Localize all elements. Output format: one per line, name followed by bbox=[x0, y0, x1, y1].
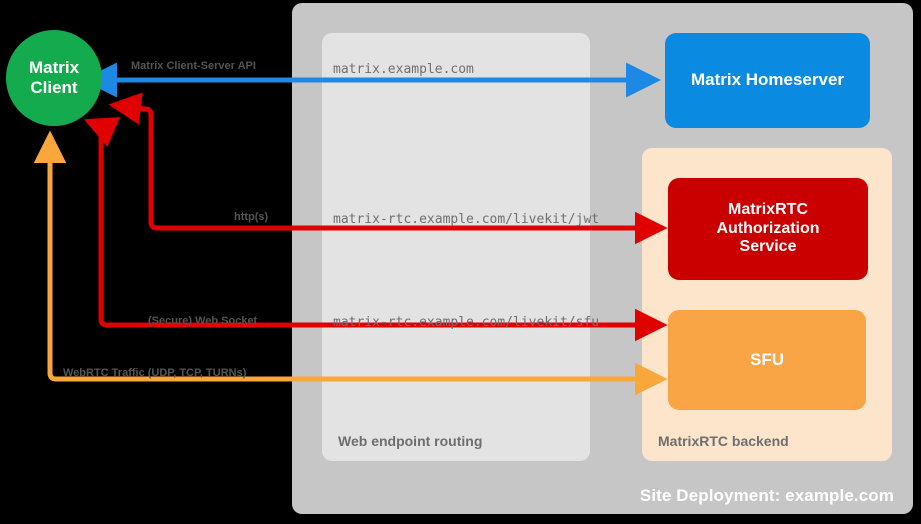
matrix-homeserver-label: Matrix Homeserver bbox=[690, 70, 845, 90]
edge-label-webrtc-traffic: WebRTC Traffic (UDP, TCP, TURNs) bbox=[63, 367, 247, 379]
edge-webrtc-traffic bbox=[33, 130, 668, 396]
url-matrix-example-com: matrix.example.com bbox=[333, 62, 474, 77]
matrixrtc-authorization-service-label: MatrixRTC Authorization Service bbox=[716, 200, 820, 256]
node-matrixrtc-authorization-service[interactable]: MatrixRTC Authorization Service bbox=[668, 178, 868, 280]
url-livekit-sfu: matrix-rtc.example.com/livekit/sfu bbox=[333, 315, 600, 330]
node-sfu[interactable]: SFU bbox=[668, 310, 866, 410]
node-matrix-homeserver[interactable]: Matrix Homeserver bbox=[665, 33, 870, 128]
site-deployment-label: Site Deployment: example.com bbox=[639, 486, 894, 505]
edge-label-matrix-client-server-api: Matrix Client-Server API bbox=[131, 60, 256, 72]
edge-label-secure-web-socket: (Secure) Web Socket bbox=[148, 315, 258, 327]
web-endpoint-routing-label: Web endpoint routing bbox=[338, 433, 483, 449]
url-livekit-jwt: matrix-rtc.example.com/livekit/jwt bbox=[333, 212, 600, 227]
edge-label-https: http(s) bbox=[234, 211, 269, 223]
node-matrix-client[interactable]: Matrix Client bbox=[6, 30, 102, 126]
edge-secure-web-socket bbox=[83, 117, 668, 342]
matrix-client-label: Matrix Client bbox=[28, 57, 80, 97]
matrixrtc-backend-label: MatrixRTC backend bbox=[658, 433, 789, 449]
sfu-label: SFU bbox=[750, 349, 784, 369]
edge-https-jwt bbox=[108, 92, 668, 245]
web-endpoint-routing-container: Web endpoint routing bbox=[322, 33, 590, 461]
